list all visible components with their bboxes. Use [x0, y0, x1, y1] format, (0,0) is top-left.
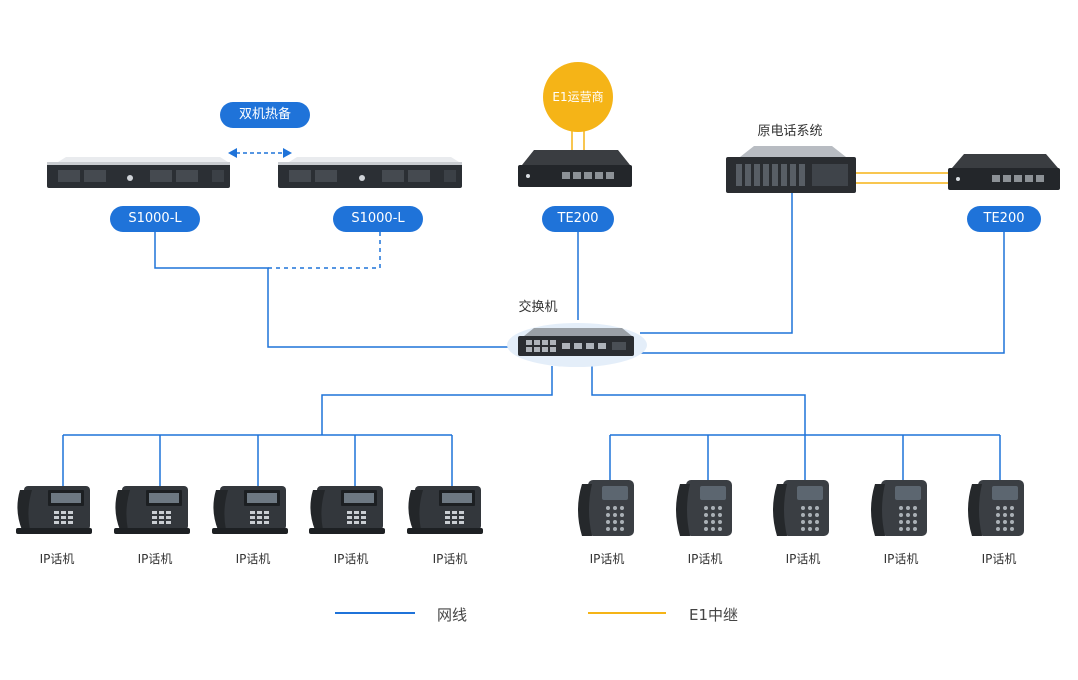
phone-left-label-3: IP话机: [235, 552, 271, 566]
legend-e1-label: E1中继: [689, 606, 739, 624]
link-te200-right-to-switch: [640, 232, 1005, 354]
phone-right-label-4: IP话机: [883, 552, 919, 566]
phone-left-label-1: IP话机: [39, 552, 75, 566]
legend-network-label: 网线: [437, 606, 468, 624]
link-switch-left-tree: [321, 366, 553, 435]
ip-phone-icon: [407, 486, 483, 534]
te200-right-label: TE200: [967, 206, 1041, 232]
ha-arrow: [228, 148, 292, 158]
ha-label: 双机热备: [220, 102, 310, 128]
right-drops: [609, 435, 1001, 485]
ip-phone-icon: [114, 486, 190, 534]
server-left-icon: [47, 157, 230, 188]
network-lines: [62, 192, 1005, 490]
server-right-label: S1000-L: [333, 206, 423, 232]
ip-phone-icon: [871, 480, 927, 536]
te200-top-icon: [518, 150, 632, 187]
ip-phone-icon: [212, 486, 288, 534]
phone-right-label-3: IP话机: [785, 552, 821, 566]
te200-top-label: TE200: [542, 206, 614, 232]
link-server-right-standby: [268, 232, 381, 269]
phone-left-label-2: IP话机: [137, 552, 173, 566]
legacy-system-label: 原电话系统: [757, 124, 823, 139]
carrier-badge: E1运营商: [543, 62, 613, 132]
legacy-pbx-icon: [726, 146, 856, 193]
left-drops: [62, 435, 453, 490]
server-right-icon: [278, 157, 462, 188]
link-legacy-to-switch: [640, 192, 793, 334]
phone-left-label-4: IP话机: [333, 552, 369, 566]
phone-left-label-5: IP话机: [432, 552, 468, 566]
ip-phone-icon: [773, 480, 829, 536]
phone-right-label-5: IP话机: [981, 552, 1017, 566]
e1-legacy-to-te200: [850, 172, 950, 184]
server-left-label: S1000-L: [110, 206, 200, 232]
switch-label: 交换机: [518, 300, 558, 315]
link-switch-right-tree: [591, 366, 806, 435]
ip-phone-icon: [578, 480, 634, 536]
te200-right-icon: [948, 154, 1060, 190]
link-server-left-to-switch: [154, 232, 510, 348]
ip-phone-icon: [676, 480, 732, 536]
ip-phone-icon: [968, 480, 1024, 536]
switch-icon: [507, 323, 647, 367]
phone-right-label-2: IP话机: [687, 552, 723, 566]
phone-right-label-1: IP话机: [589, 552, 625, 566]
ip-phone-icon: [16, 486, 92, 534]
ip-phone-icon: [309, 486, 385, 534]
